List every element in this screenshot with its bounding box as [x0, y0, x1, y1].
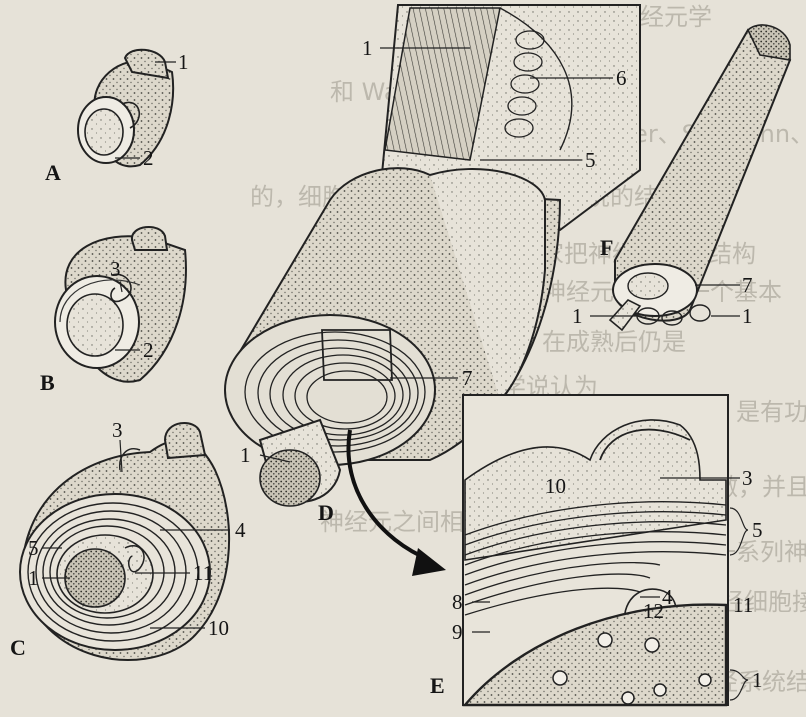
figure-labels: A B C D E F 1 2 3 2 3 4 5 1 11 10 1 6 5 … — [10, 36, 763, 698]
label-e-3: 3 — [742, 466, 753, 490]
panel-label-c: C — [10, 635, 26, 660]
label-e-4: 4 — [662, 585, 673, 609]
label-b-2: 2 — [143, 338, 154, 362]
panel-d-nerve-fiber — [224, 4, 641, 576]
label-b-3: 3 — [110, 257, 121, 281]
label-a-2: 2 — [143, 146, 154, 170]
panel-b-sheath — [54, 226, 187, 383]
panel-label-b: B — [40, 370, 55, 395]
label-c-5: 5 — [28, 536, 39, 560]
label-d-7: 7 — [462, 366, 473, 390]
label-c-10: 10 — [208, 616, 229, 640]
label-e-8: 8 — [452, 590, 463, 614]
label-e-12: 12 — [643, 599, 664, 623]
panel-a-sheath — [77, 48, 175, 168]
label-f-1-left: 1 — [572, 304, 583, 328]
label-d-1-top: 1 — [362, 36, 373, 60]
panel-f-sheath — [608, 24, 792, 332]
label-d-6: 6 — [616, 66, 627, 90]
panel-c-sheath — [19, 421, 230, 661]
panel-label-e: E — [430, 673, 445, 698]
label-e-5: 5 — [752, 518, 763, 542]
label-e-10: 10 — [545, 474, 566, 498]
label-d-5: 5 — [585, 148, 596, 172]
label-f-7: 7 — [742, 273, 753, 297]
label-e-11: 11 — [733, 593, 753, 617]
label-c-1: 1 — [28, 566, 39, 590]
label-e-9: 9 — [452, 620, 463, 644]
label-f-1-right: 1 — [742, 304, 753, 328]
leader-lines — [42, 47, 749, 701]
label-a-1: 1 — [178, 50, 189, 74]
panel-e-enlarged-section — [462, 394, 729, 707]
label-c-3: 3 — [112, 418, 123, 442]
panel-label-a: A — [45, 160, 61, 185]
label-c-4: 4 — [235, 518, 246, 542]
panel-label-d: D — [318, 500, 334, 525]
label-e-1: 1 — [752, 668, 763, 692]
background-text-line: 经元学 — [640, 3, 712, 31]
label-c-11: 11 — [193, 561, 213, 585]
label-d-1-axon: 1 — [240, 443, 251, 467]
panel-label-f: F — [600, 235, 613, 260]
